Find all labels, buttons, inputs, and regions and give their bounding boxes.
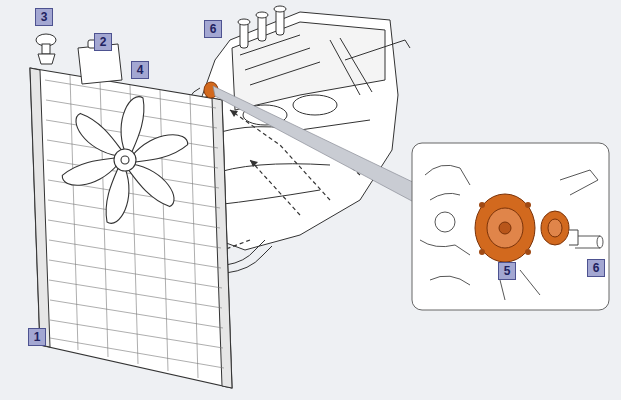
callout-number: 6 xyxy=(587,259,605,277)
callout-number: 3 xyxy=(35,8,53,26)
detail-inset xyxy=(412,143,609,310)
radiator-cap xyxy=(36,34,56,64)
radiator xyxy=(30,68,232,388)
callout-number: 2 xyxy=(94,33,112,51)
callout-number: 1 xyxy=(28,328,46,346)
callout-number: 5 xyxy=(498,262,516,280)
callout-number: 4 xyxy=(131,61,149,79)
cooling-fan xyxy=(61,97,190,224)
callout-number: 6 xyxy=(204,20,222,38)
